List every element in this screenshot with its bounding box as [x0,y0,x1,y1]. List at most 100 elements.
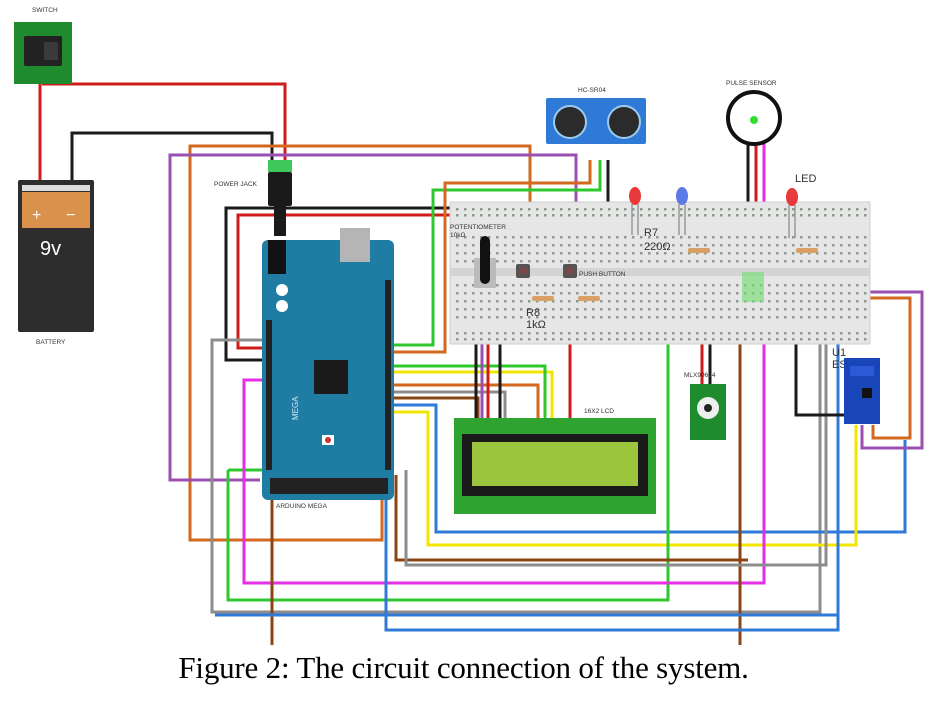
mlx90614-label: MLX90614 [684,372,716,379]
breadboard-hole [560,308,563,311]
breadboard-hole [520,338,523,341]
breadboard-hole [512,244,515,247]
breadboard-hole [480,292,483,295]
breadboard-hole [792,300,795,303]
breadboard-hole [624,244,627,247]
breadboard-hole [704,332,707,335]
breadboard-hole [528,236,531,239]
breadboard-hole [584,338,587,341]
breadboard-hole [576,308,579,311]
breadboard-hole [696,284,699,287]
breadboard-hole [760,338,763,341]
wires [38,82,924,645]
breadboard-hole [512,208,515,211]
breadboard-hole [752,332,755,335]
breadboard-hole [768,338,771,341]
breadboard-hole [672,300,675,303]
breadboard-hole [800,316,803,319]
breadboard-hole [504,284,507,287]
breadboard-hole [472,292,475,295]
breadboard-hole [520,208,523,211]
breadboard-hole [584,208,587,211]
breadboard-hole [488,308,491,311]
breadboard-hole [832,332,835,335]
breadboard-hole [672,332,675,335]
breadboard-hole [528,214,531,217]
breadboard-hole [840,244,843,247]
potentiometer-label: POTENTIOMETER [450,224,506,231]
esp-component: U1 ESP [832,347,880,424]
wire-orange-esp [808,296,912,440]
breadboard-hole [568,284,571,287]
breadboard-hole [776,308,779,311]
breadboard-hole [624,292,627,295]
breadboard-hole [544,252,547,255]
breadboard-hole [840,292,843,295]
breadboard-hole [520,316,523,319]
breadboard-hole [832,308,835,311]
r7-value: 220Ω [644,241,671,253]
breadboard-hole [704,284,707,287]
breadboard-hole [792,338,795,341]
breadboard-hole [752,236,755,239]
breadboard-hole [800,236,803,239]
breadboard-hole [616,316,619,319]
breadboard-hole [600,260,603,263]
breadboard-hole [504,338,507,341]
breadboard-hole [584,300,587,303]
breadboard-hole [536,208,539,211]
breadboard-hole [504,208,507,211]
breadboard-hole [728,316,731,319]
breadboard-hole [656,300,659,303]
wire-purple-esp [808,290,924,450]
breadboard-hole [472,214,475,217]
breadboard-hole [816,252,819,255]
breadboard-hole [752,316,755,319]
breadboard-hole [760,332,763,335]
breadboard-hole [720,284,723,287]
breadboard-hole [640,244,643,247]
breadboard-hole [528,260,531,263]
breadboard-hole [624,332,627,335]
breadboard-hole [680,316,683,319]
breadboard-hole [640,260,643,263]
breadboard-hole [664,252,667,255]
breadboard-hole [488,208,491,211]
breadboard-hole [832,252,835,255]
breadboard-hole [528,284,531,287]
esp-name: U1 [832,347,846,359]
breadboard-hole [608,208,611,211]
wire-brown-lcd [392,396,480,420]
breadboard-hole [696,292,699,295]
breadboard-hole [504,332,507,335]
breadboard-hole [600,284,603,287]
breadboard-hole [600,236,603,239]
breadboard-hole [688,252,691,255]
breadboard-hole [592,284,595,287]
breadboard-hole [576,332,579,335]
breadboard-hole [640,236,643,239]
breadboard-hole [584,308,587,311]
breadboard-hole [816,260,819,263]
breadboard-hole [776,208,779,211]
breadboard-hole [688,316,691,319]
breadboard-hole [808,284,811,287]
breadboard-hole [512,308,515,311]
circuit-diagram: SWITCH + − 9v BATTERY POWER JACK MEGA AR… [14,7,924,645]
breadboard-hole [808,292,811,295]
led-blue [676,187,688,235]
led-red-2: LED [786,173,816,238]
breadboard-hole [760,236,763,239]
breadboard-hole [808,244,811,247]
breadboard-hole [864,284,867,287]
breadboard-hole [472,236,475,239]
breadboard-hole [608,300,611,303]
breadboard-hole [504,244,507,247]
breadboard-hole [512,300,515,303]
breadboard-hole [856,244,859,247]
breadboard-hole [584,244,587,247]
breadboard-hole [792,252,795,255]
breadboard-hole [472,332,475,335]
breadboard-hole [648,214,651,217]
breadboard-hole [512,236,515,239]
